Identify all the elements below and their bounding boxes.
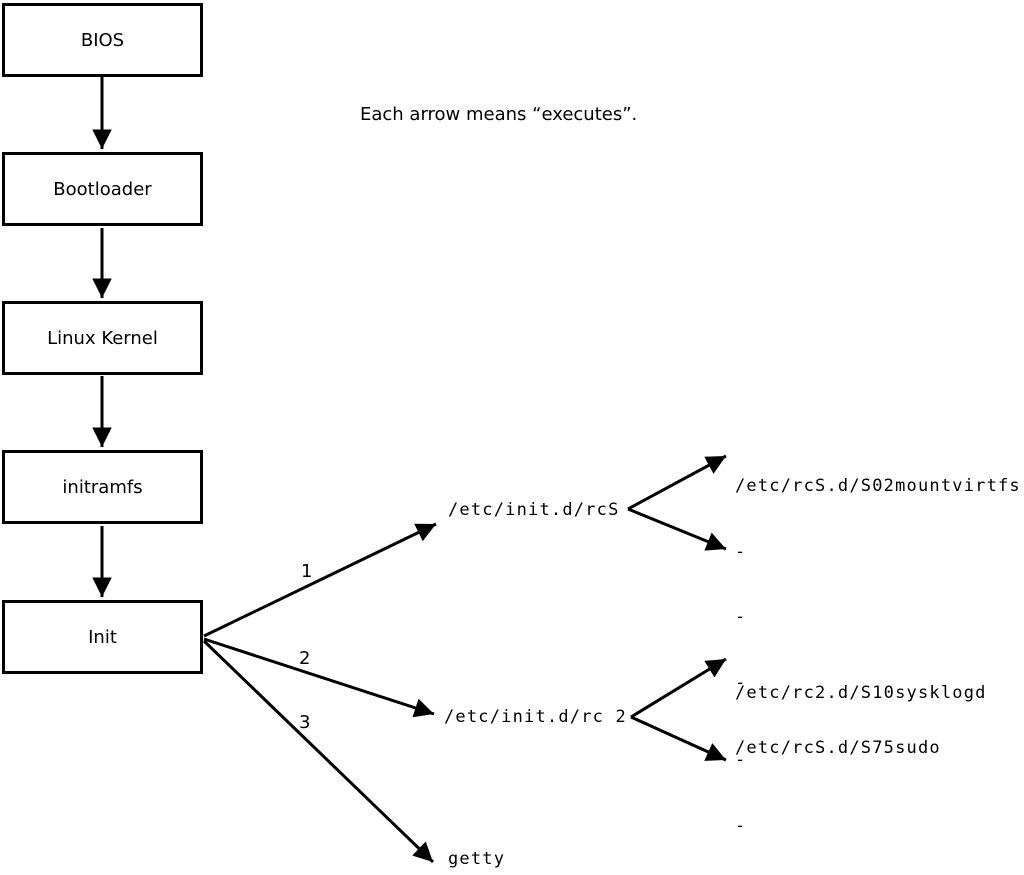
arrow-label-1: 1 — [301, 561, 313, 582]
rcs-script-ellipsis-dash: - — [735, 541, 747, 562]
box-init-label: Init — [88, 626, 117, 648]
box-bootloader-label: Bootloader — [53, 178, 152, 200]
box-linux-kernel-label: Linux Kernel — [47, 327, 158, 349]
arrow-rc2-to-s10sysklogd — [630, 657, 727, 719]
arrow-label-3: 3 — [299, 712, 311, 733]
rcs-script-ellipsis-dash: - — [735, 607, 747, 627]
legend-note: Each arrow means “executes”. — [360, 104, 638, 125]
rcs-script-s02mountvirtfs: /etc/rcS.d/S02mountvirtfs — [735, 476, 1021, 496]
box-initramfs-label: initramfs — [62, 476, 143, 498]
rc2-script-s10sysklogd: /etc/rc2.d/S10sysklogd — [735, 683, 987, 703]
box-linux-kernel: Linux Kernel — [2, 301, 203, 375]
arrow-rc2-to-s99gdm — [630, 715, 727, 762]
target-init-d-rcs: /etc/init.d/rcS — [448, 500, 620, 520]
box-bios-label: BIOS — [80, 29, 125, 51]
target-getty: getty — [448, 849, 506, 869]
rcs-script-ellipsis-dash: - — [735, 672, 747, 693]
arrow-init-to-rcs — [203, 522, 437, 638]
arrow-init-to-getty — [202, 639, 435, 864]
rc2-script-ellipsis-dash: - — [735, 749, 747, 770]
arrow-rcs-to-s02mountvirtfs — [627, 454, 727, 511]
arrow-label-2: 2 — [299, 648, 311, 669]
arrow-init-to-rc2 — [203, 637, 435, 718]
target-init-d-rc2: /etc/init.d/rc 2 — [444, 707, 627, 727]
rc2-script-ellipsis-dash: - — [735, 816, 747, 836]
rcs-script-list: /etc/rcS.d/S02mountvirtfs - - - /etc/rcS… — [735, 434, 1021, 802]
box-init: Init — [2, 600, 203, 674]
rcs-script-s75sudo: /etc/rcS.d/S75sudo — [735, 738, 941, 758]
box-bios: BIOS — [2, 3, 203, 77]
arrow-rcs-to-s75sudo — [627, 507, 727, 551]
box-initramfs: initramfs — [2, 450, 203, 524]
box-bootloader: Bootloader — [2, 152, 203, 226]
rc2-script-list: /etc/rc2.d/S10sysklogd - - - /etc/rc2.d/… — [735, 640, 987, 875]
